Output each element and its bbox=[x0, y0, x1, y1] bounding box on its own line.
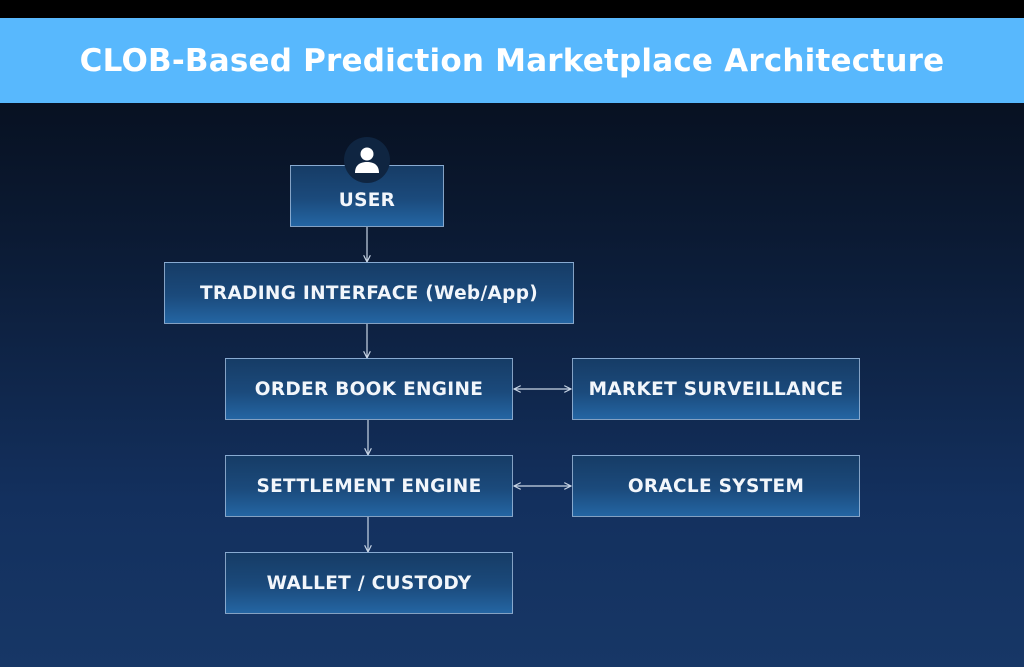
title-banner: CLOB-Based Prediction Marketplace Archit… bbox=[0, 18, 1024, 103]
node-trading-interface: TRADING INTERFACE (Web/App) bbox=[164, 262, 574, 324]
node-order-book-engine-label: ORDER BOOK ENGINE bbox=[254, 378, 484, 400]
node-oracle-system-label: ORACLE SYSTEM bbox=[627, 475, 805, 497]
node-market-surveillance-label: MARKET SURVEILLANCE bbox=[588, 378, 844, 400]
node-order-book-engine: ORDER BOOK ENGINE bbox=[225, 358, 513, 420]
node-trading-interface-label: TRADING INTERFACE (Web/App) bbox=[200, 282, 538, 304]
user-icon bbox=[355, 147, 379, 173]
user-avatar bbox=[344, 137, 390, 183]
top-black-bar bbox=[0, 0, 1024, 18]
node-user-label: USER bbox=[338, 189, 396, 211]
node-settlement-engine-label: SETTLEMENT ENGINE bbox=[256, 475, 482, 497]
node-wallet-custody: WALLET / CUSTODY bbox=[225, 552, 513, 614]
diagram-title: CLOB-Based Prediction Marketplace Archit… bbox=[79, 42, 945, 79]
node-wallet-custody-label: WALLET / CUSTODY bbox=[266, 572, 472, 594]
node-market-surveillance: MARKET SURVEILLANCE bbox=[572, 358, 860, 420]
node-settlement-engine: SETTLEMENT ENGINE bbox=[225, 455, 513, 517]
node-oracle-system: ORACLE SYSTEM bbox=[572, 455, 860, 517]
